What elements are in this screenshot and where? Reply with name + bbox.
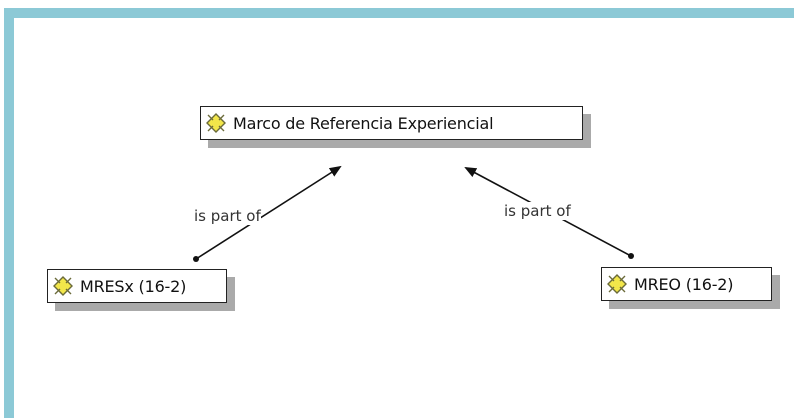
links-layer <box>193 165 634 262</box>
concept-label: MREO (16-2) <box>634 274 734 294</box>
concept-node-main[interactable]: Marco de Referencia Experiencial <box>200 106 583 140</box>
link-label-left: is part of <box>194 207 261 225</box>
link-dot-left <box>193 256 199 262</box>
concept-label: MRESx (16-2) <box>80 276 187 296</box>
link-label-right: is part of <box>504 202 571 220</box>
link-line-left <box>195 165 342 260</box>
concept-diamond-icon <box>53 276 73 296</box>
concept-node-left[interactable]: MRESx (16-2) <box>47 269 227 303</box>
concept-diamond-icon <box>607 274 627 294</box>
concept-node-right[interactable]: MREO (16-2) <box>601 267 772 301</box>
diagram-frame <box>4 8 794 418</box>
diagram-canvas: is part of is part of Marco de Referenci… <box>4 8 794 418</box>
concept-diamond-icon <box>206 113 226 133</box>
link-dot-right <box>628 253 634 259</box>
concept-label: Marco de Referencia Experiencial <box>233 113 494 133</box>
